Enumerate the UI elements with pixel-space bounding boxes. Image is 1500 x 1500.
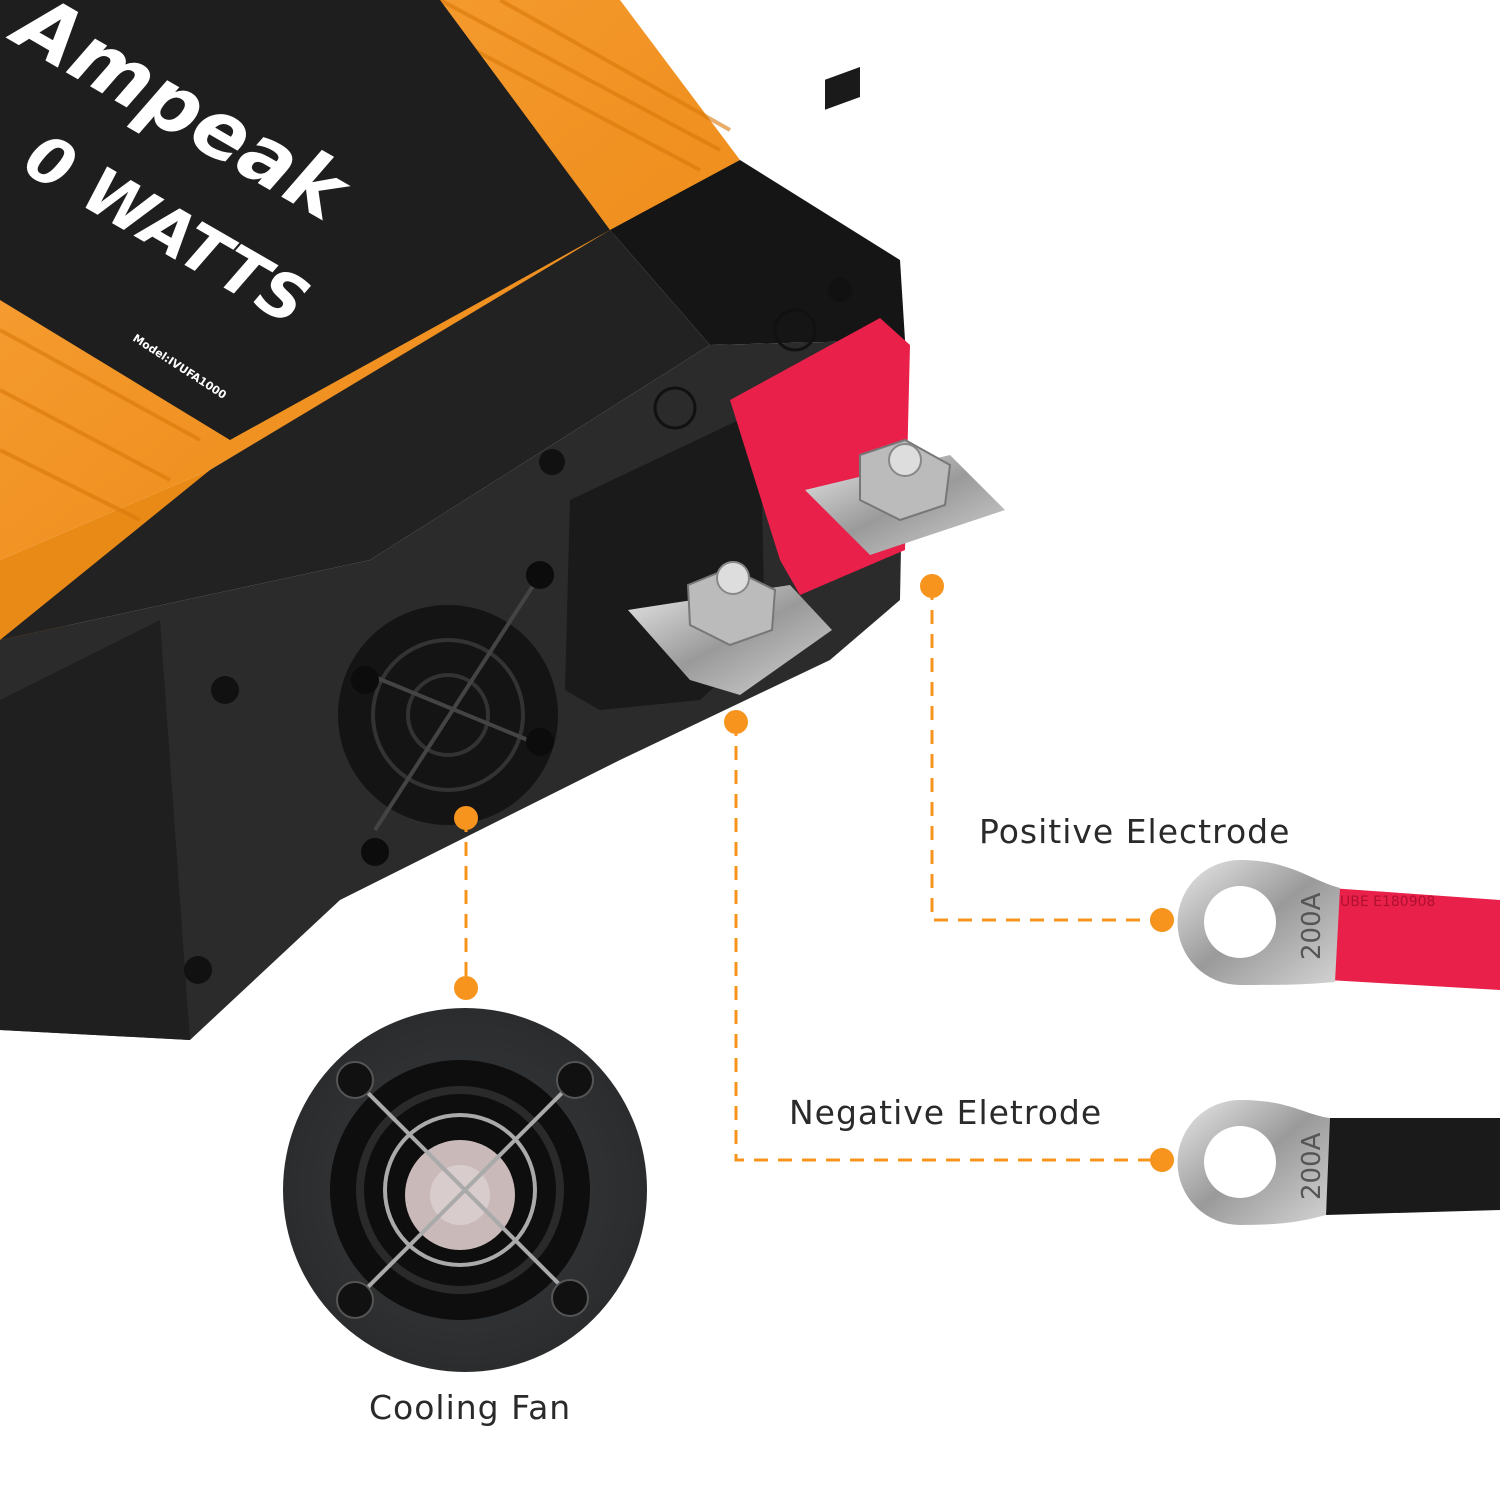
callout-dots bbox=[454, 574, 1174, 1172]
callout-lines bbox=[464, 586, 1162, 1162]
cooling-fan bbox=[338, 561, 558, 866]
positive-cable: 200A UBE E180908 bbox=[1177, 860, 1500, 990]
cooling-fan-label: Cooling Fan bbox=[369, 1388, 572, 1427]
terminal-block bbox=[565, 66, 1005, 710]
negative-electrode-label: Negative Eletrode bbox=[789, 1093, 1103, 1132]
positive-lug-rating: 200A bbox=[1297, 892, 1327, 960]
negative-cable: 200A bbox=[1177, 1100, 1500, 1225]
negative-callout-line bbox=[734, 722, 1162, 1162]
negative-lug-rating: 200A bbox=[1297, 1132, 1327, 1200]
positive-callout-line bbox=[930, 586, 1162, 922]
inverter-body: Ampeak 0 WATTS Model:IVUFA1000 bbox=[0, 0, 740, 700]
positive-electrode-label: Positive Electrode bbox=[979, 812, 1291, 851]
brand-label-panel bbox=[0, 0, 610, 440]
positive-sleeve-text: UBE E180908 bbox=[1340, 894, 1435, 910]
fan-closeup-inset bbox=[283, 1008, 647, 1372]
